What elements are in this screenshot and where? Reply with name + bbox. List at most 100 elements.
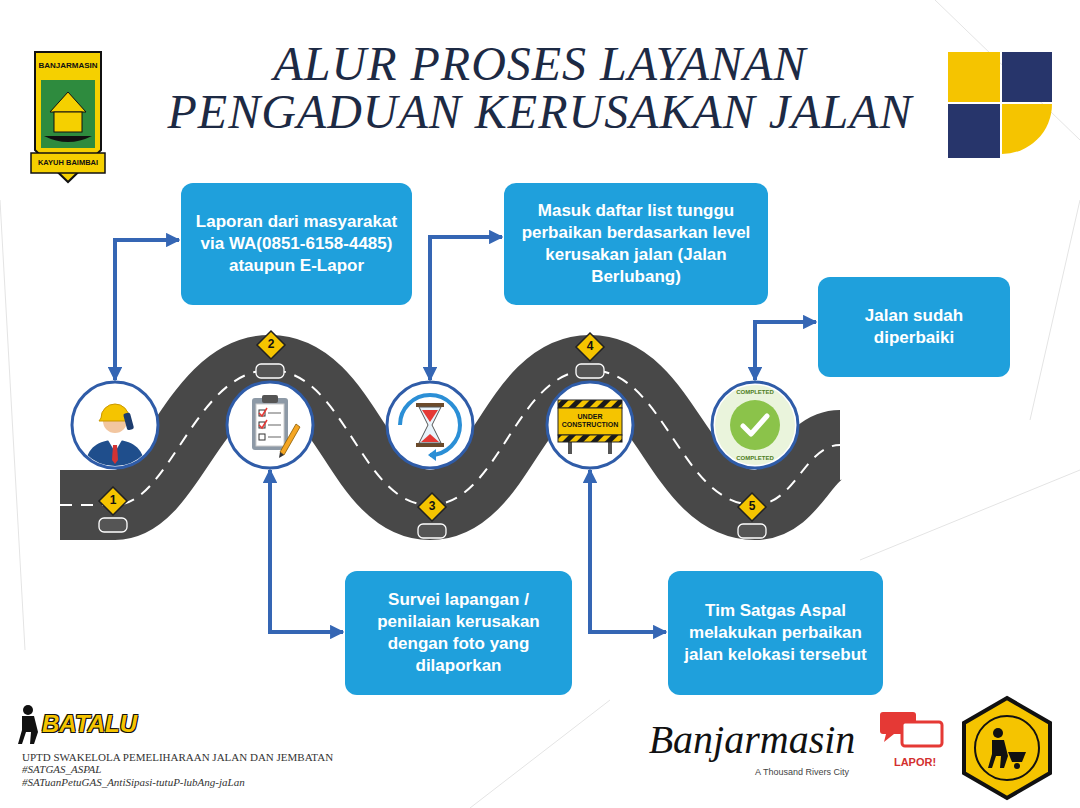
construction-sign-icon: [558, 435, 622, 442]
clipboard-icon: [268, 424, 281, 426]
step-text: Survei lapangan / penilaian kerusakan de…: [359, 589, 558, 677]
city-emblem: [41, 80, 95, 148]
uptd-hexagon-logo: [975, 716, 1039, 780]
road: [60, 370, 840, 505]
worker-phone-icon: [123, 412, 134, 430]
step-box: Tim Satgas Aspal melakukan perbaikan jal…: [668, 571, 883, 695]
step-box: Survei lapangan / penilaian kerusakan de…: [345, 571, 572, 695]
road-cars: [576, 364, 604, 378]
step-circle: [712, 382, 798, 468]
road: [60, 370, 840, 505]
uptd-hexagon-logo: [993, 728, 1003, 738]
step-text: Jalan sudah diperbaiki: [832, 305, 996, 349]
step-circle: [72, 382, 158, 468]
hourglass-icon: [419, 407, 441, 443]
completed-badge-icon: [715, 385, 795, 465]
hourglass-icon: [428, 449, 436, 461]
road-sign: [418, 493, 446, 521]
footer-note: UPTD SWAKELOLA PEMELIHARAAN JALAN DAN JE…: [22, 751, 333, 764]
background-lines: [470, 700, 610, 808]
hourglass-icon: [400, 395, 460, 461]
road: [60, 370, 840, 505]
pu-logo: [948, 52, 1000, 102]
completed-badge-icon: [730, 400, 780, 450]
clipboard-icon: [256, 404, 284, 446]
clipboard-icon: [259, 408, 267, 416]
logo-text: LAPOR!: [880, 756, 950, 769]
construction-sign-icon: [558, 408, 622, 435]
blue-arrow: [430, 237, 502, 380]
clipboard-icon: [259, 420, 267, 428]
city-emblem: [44, 136, 92, 142]
footer-note: #SATuanPetuGAS_AntiSipasi-tutuP-lubAng-j…: [22, 776, 245, 789]
step-box: Laporan dari masyarakat via WA(0851-6158…: [181, 183, 412, 305]
clipboard-icon: [262, 395, 278, 403]
city-emblem: [31, 153, 105, 173]
construction-sign-icon: [558, 400, 622, 408]
road-cars: [99, 364, 766, 538]
blue-arrow: [590, 470, 666, 632]
step-text: Masuk daftar list tunggu perbaikan berda…: [518, 200, 754, 288]
clipboard-icon: [268, 436, 281, 438]
background-lines: [0, 200, 25, 650]
hourglass-icon: [400, 395, 460, 455]
road-cars: [256, 364, 284, 378]
city-wordmark: Banjarmasin: [632, 717, 872, 763]
road-sign: [576, 333, 604, 361]
step-circle: [72, 382, 798, 468]
blue-arrow: [270, 470, 343, 632]
road-cars: [99, 518, 127, 532]
lapor-logo: [884, 734, 894, 742]
city-emblem: [54, 112, 82, 132]
clipboard-icon: [252, 395, 300, 458]
hourglass-icon: [416, 443, 444, 447]
road-sign: [738, 493, 766, 521]
step-box: Jalan sudah diperbaiki: [818, 277, 1010, 377]
road-cars: [418, 524, 446, 538]
step-box: Masuk daftar list tunggu perbaikan berda…: [504, 183, 768, 305]
clipboard-icon: [280, 424, 300, 455]
footer-note: #SATGAS_ASPAL: [22, 763, 101, 776]
batalu-worker-icon: [18, 705, 38, 744]
pu-logo: [948, 52, 1052, 158]
batalu-worker-icon: [23, 705, 33, 715]
clipboard-icon: [252, 398, 288, 450]
step-circle: [387, 382, 473, 468]
worker-phone-icon: [85, 404, 145, 470]
blue-arrow: [115, 240, 179, 380]
logo-wordmark: BATALU: [42, 710, 137, 738]
diagram-title: ALUR PROSES LAYANAN PENGADUAN KERUSAKAN …: [160, 40, 920, 136]
badge-text: COMPLETED: [730, 389, 780, 396]
badge-text: COMPLETED: [730, 455, 780, 462]
background-lines: [1030, 200, 1080, 420]
step-text: Tim Satgas Aspal melakukan perbaikan jal…: [682, 600, 869, 666]
tagline: A Thousand Rivers City: [737, 767, 867, 777]
pu-logo: [1002, 52, 1052, 102]
step-circle: [547, 382, 633, 468]
emblem-text: BANJARMASIN: [36, 61, 100, 70]
uptd-hexagon-logo: [964, 698, 1050, 798]
clipboard-icon: [268, 413, 281, 437]
clipboard-icon: [279, 452, 284, 458]
lapor-logo: [902, 722, 942, 746]
uptd-hexagon-logo: [964, 698, 1050, 798]
batalu-worker-icon: [18, 716, 38, 744]
worker-phone-icon: [85, 440, 145, 470]
worker-phone-icon: [112, 445, 118, 464]
hourglass-icon: [422, 410, 438, 422]
clipboard-icon: [259, 408, 267, 428]
uptd-hexagon-logo: [988, 740, 1008, 768]
step-text: Laporan dari masyarakat via WA(0851-6158…: [195, 211, 398, 277]
road-sign: [99, 487, 127, 515]
callout-number: 1: [103, 494, 123, 508]
emblem-text: KAYUH BAIMBAI: [32, 159, 104, 168]
city-emblem: [31, 52, 105, 182]
callout-number: 4: [580, 340, 600, 354]
callout-number: 2: [261, 338, 281, 352]
clipboard-icon: [259, 434, 265, 440]
uptd-hexagon-logo: [1008, 752, 1026, 762]
pu-logo: [1002, 104, 1052, 154]
